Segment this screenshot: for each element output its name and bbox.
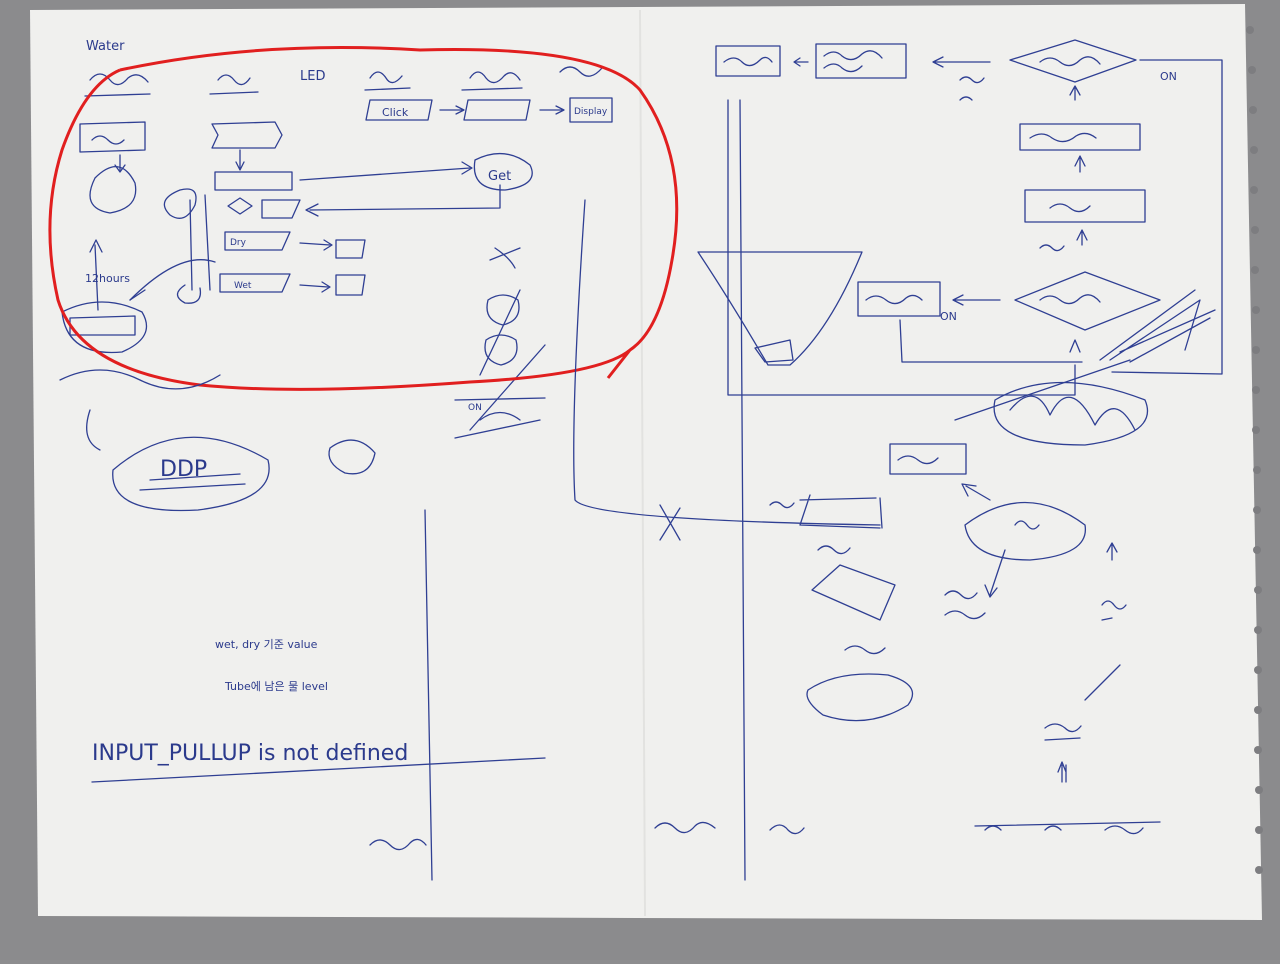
- note-input-pullup: INPUT_PULLUP is not defined: [92, 741, 408, 766]
- left-flowchart: [61, 97, 613, 354]
- red-highlight-circle: [48, 46, 679, 391]
- label-display: Display: [574, 107, 608, 117]
- paper-fold: [639, 9, 646, 917]
- note-wet-dry: wet, dry 기준 value: [215, 638, 318, 651]
- crossed-numbers: [454, 247, 546, 439]
- underline-input-pullup: [91, 757, 546, 783]
- label-click: Click: [382, 106, 409, 119]
- label-on-2: ON: [1160, 70, 1177, 83]
- label-get: Get: [488, 169, 511, 184]
- label-on-1: ON: [940, 310, 957, 323]
- bottom-scribbles: [369, 821, 805, 851]
- page-dividers: [424, 99, 883, 881]
- right-korean-scribbles: [723, 50, 1144, 835]
- label-ddp: DDP: [160, 457, 207, 482]
- title-water: Water: [86, 39, 125, 54]
- label-level: ON: [468, 403, 482, 413]
- column-header-scribbles: [84, 66, 603, 97]
- spiral-holes: [1246, 26, 1263, 874]
- label-dry: Dry: [230, 238, 247, 248]
- led-header: LED: [300, 69, 325, 84]
- note-tube-level: Tube에 남은 물 level: [224, 680, 328, 693]
- label-12hours: 12hours: [85, 272, 130, 285]
- label-wet: Wet: [234, 281, 252, 291]
- right-flowchart: [697, 39, 1223, 827]
- ddp-scribble: [59, 369, 376, 512]
- paper-sheet: [30, 4, 1262, 920]
